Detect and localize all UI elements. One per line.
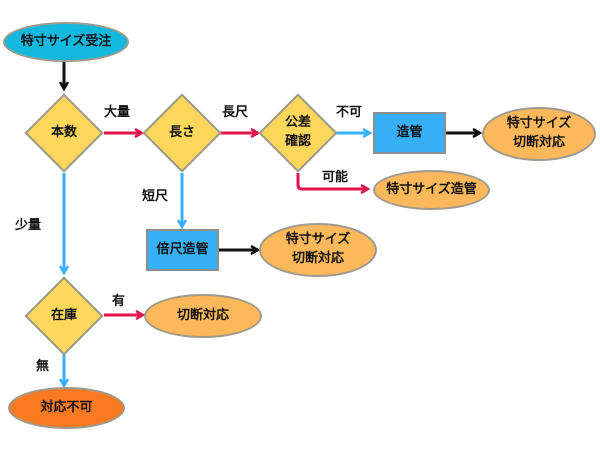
decision-length: 長さ — [142, 93, 222, 173]
edge-label-small-qty: 少量 — [15, 218, 42, 233]
decision-stock: 在庫 — [24, 276, 104, 356]
edge-label-short: 短尺 — [142, 189, 169, 204]
edge-label-ok: 可能 — [322, 170, 349, 185]
result-not-possible: 対応不可 — [8, 387, 125, 429]
decision-quantity-label: 本数 — [50, 124, 77, 140]
edge-tolerance-to-special-pipe — [296, 173, 368, 189]
decision-stock-label: 在庫 — [50, 307, 77, 323]
process-make-pipe: 造管 — [373, 112, 446, 154]
decision-tolerance-label: 公差 確認 — [284, 115, 311, 149]
result-special-cut-2: 特寸サイズ 切断対応 — [259, 223, 377, 277]
decision-length-label: 長さ — [168, 124, 195, 140]
result-cut: 切断対応 — [144, 294, 262, 338]
edge-label-no-stock: 無 — [36, 359, 50, 374]
decision-quantity: 本数 — [24, 93, 104, 173]
result-special-pipe: 特寸サイズ造管 — [373, 170, 490, 210]
decision-tolerance: 公差 確認 — [258, 93, 338, 173]
process-double-length-pipe: 倍尺造管 — [146, 229, 219, 271]
edge-label-long: 長尺 — [222, 105, 249, 120]
edge-label-in-stock: 有 — [112, 294, 126, 309]
start-node: 特寸サイズ受注 — [3, 22, 129, 62]
edge-label-large-qty: 大量 — [104, 105, 131, 120]
result-special-cut-1: 特寸サイズ 切断対応 — [482, 107, 596, 161]
edge-label-not-ok: 不可 — [336, 105, 363, 120]
